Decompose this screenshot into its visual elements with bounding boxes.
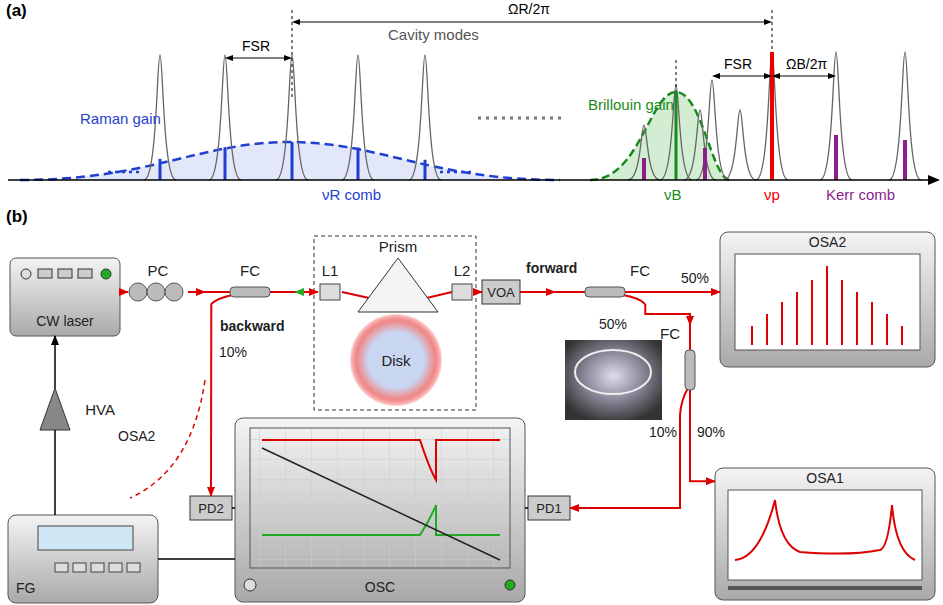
text-label: Brillouin gain [588,96,674,113]
device-label: Prism [379,238,417,255]
text-label: ΩB/2π [786,56,827,73]
fiber-connector [474,291,482,293]
device-node: PD2 [190,496,232,520]
device-node: VOA [482,280,520,304]
cable-connector [232,507,235,509]
fiber-connector [650,291,720,293]
device-label: FG [16,580,35,597]
text-label: (a) [6,2,27,19]
text-label: ΩR/2π [508,1,550,18]
cable-connector [158,558,235,560]
device-node: L2 [450,262,474,304]
text-label: forward [526,260,577,277]
edge-label: 10% [218,344,248,360]
device-label: L2 [454,262,471,279]
device-node: Disk [350,316,442,404]
text-label: OSA2 [118,428,155,445]
text-label: Raman gain [80,110,161,127]
device-label: PD2 [198,500,223,517]
edge-label: 50% [598,316,628,332]
device-label: OSA2 [809,234,846,251]
device-node: PC [128,262,188,304]
text-label: (b) [6,208,28,225]
text-label: νB [664,186,682,203]
cable-connector [54,336,56,388]
fiber-connector [570,415,680,508]
device-node: Prism [352,238,444,313]
fiber-connector [210,304,212,496]
text-label: Kerr comb [826,186,895,203]
device-label: CW laser [36,313,94,330]
text-label: Cavity modes [388,26,479,43]
device-label: HVA [85,401,115,418]
device-node: OSA1 [715,468,935,600]
device-node: FC [205,262,295,304]
text-label: FSR [724,56,752,73]
edge-label: 50% [680,270,710,286]
text-label: FSR [242,38,270,55]
device-label: PD1 [536,500,561,517]
device-label: FC [630,262,650,279]
fiber-connector [295,291,318,293]
device-node: PD1 [528,496,570,520]
device-label: FC [240,262,260,279]
fiber-connector [188,291,205,293]
device-node: CW laser [10,258,120,336]
device-label: OSA1 [806,470,843,487]
device-label: L1 [322,262,339,279]
fiber-connector [645,304,690,325]
text-label: νp [764,186,780,203]
device-node: FG [8,515,158,603]
cable-connector [54,430,56,515]
text-label: backward [220,318,285,335]
device-label: FC [660,325,680,342]
device-node: HVA [35,388,115,430]
fiber-connector [520,291,555,293]
fiber-connector [120,291,128,293]
device-label: Disk [381,352,410,369]
device-label: PC [148,262,169,279]
device-label: OSC [365,579,395,596]
device-node: OSA2 [720,232,935,367]
cable-connector [525,507,528,509]
text-label: νR comb [322,186,381,203]
device-label: VOA [487,284,514,301]
device-node: FC [660,325,708,415]
device-node: L1 [318,262,342,304]
edge-label: 10% [648,424,678,440]
device-node: OSC [235,418,525,602]
edge-label: 90% [696,424,726,440]
